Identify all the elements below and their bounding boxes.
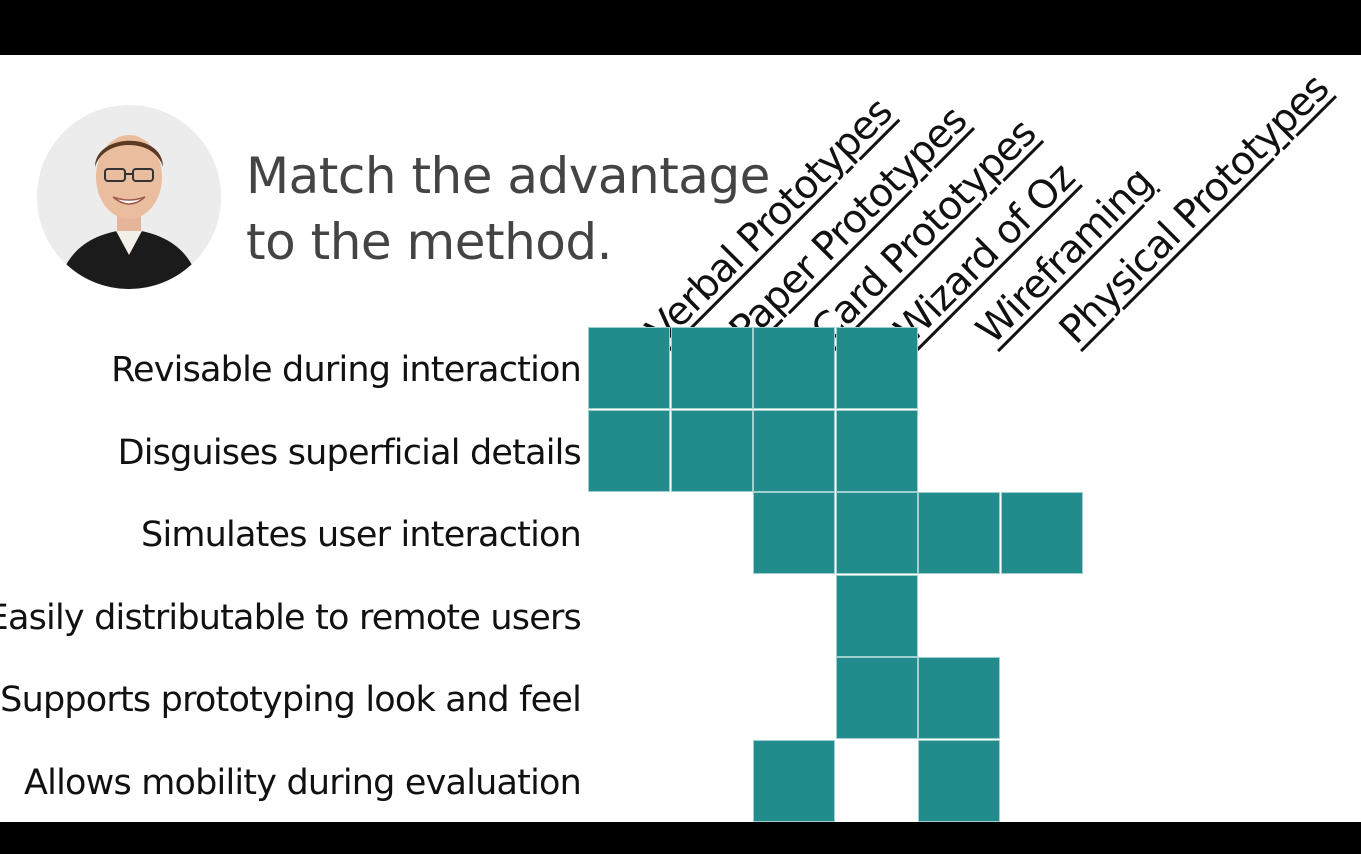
- matrix-cell-r2-c2: [670, 409, 753, 492]
- slide: Match the advantage to the method. Verba…: [0, 55, 1361, 822]
- matrix-cell-r1-c2: [670, 327, 753, 409]
- matrix-cell-r1-c3: [753, 327, 835, 409]
- matrix-cell-r3-c4: [835, 492, 918, 574]
- slide-title: Match the advantage to the method.: [246, 143, 770, 275]
- matrix-cell-r3-c6: [1000, 492, 1083, 574]
- row-label-2: Disguises superficial details: [117, 432, 582, 473]
- matrix-cell-r1-c1: [588, 327, 670, 409]
- matrix-cell-r3-c3: [753, 492, 835, 574]
- matrix-cell-r5-c4: [835, 657, 918, 739]
- presenter-photo-icon: [37, 105, 221, 289]
- presenter-avatar: [37, 105, 221, 289]
- row-label-3: Simulates user interaction: [141, 515, 582, 555]
- row-label-5: Supports prototyping look and feel: [0, 680, 582, 720]
- matrix-cell-r1-c4: [835, 327, 918, 409]
- row-label-1: Revisable during interaction: [111, 350, 582, 390]
- matrix-cell-r5-c5: [918, 657, 1000, 739]
- slide-title-line-1: Match the advantage: [246, 147, 770, 205]
- matrix-cell-r6-c5: [918, 739, 1000, 822]
- matrix-cell-r2-c3: [753, 409, 835, 492]
- row-label-4: Easily distributable to remote users: [0, 597, 582, 638]
- matrix-cell-r2-c4: [835, 409, 918, 492]
- matrix-cell-r3-c5: [918, 492, 1000, 574]
- slide-title-line-2: to the method.: [246, 213, 613, 271]
- matrix-cell-r2-c1: [588, 409, 670, 492]
- matrix-cell-r4-c4: [835, 574, 918, 657]
- matrix-cell-r6-c3: [753, 739, 835, 822]
- row-label-6: Allows mobility during evaluation: [24, 762, 582, 803]
